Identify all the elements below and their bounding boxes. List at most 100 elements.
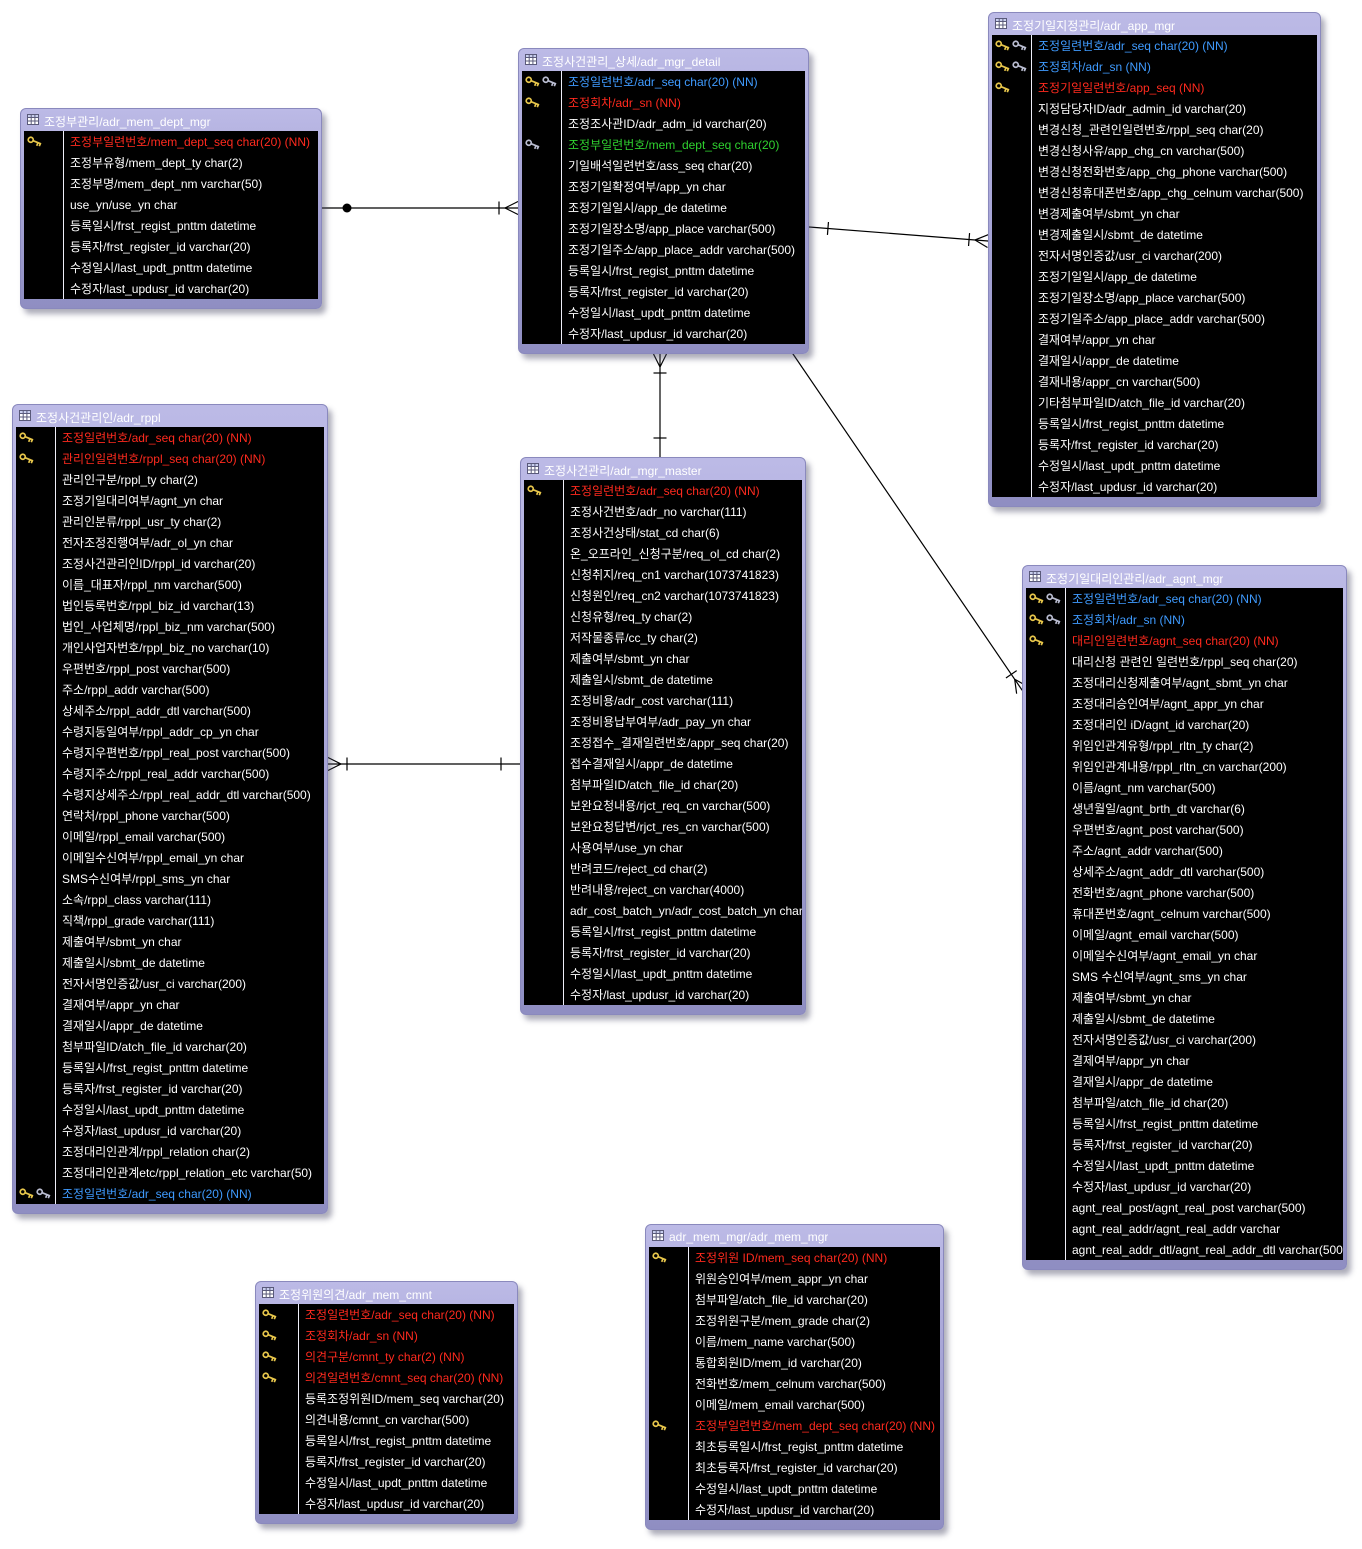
table-header[interactable]: 조정사건관리/adr_mgr_master xyxy=(524,460,802,480)
field-row[interactable]: 등록일시/frst_regist_pnttm datetime xyxy=(522,260,805,281)
field-row[interactable]: 조정기일일련번호/app_seq (NN) xyxy=(992,77,1317,98)
field-row[interactable]: 수정일시/last_updt_pnttm datetime xyxy=(992,455,1317,476)
field-row[interactable]: 등록자/frst_register_id varchar(20) xyxy=(992,434,1317,455)
field-row[interactable]: 이메일수신여부/agnt_email_yn char xyxy=(1026,945,1343,966)
field-row[interactable]: 관리인분류/rppl_usr_ty char(2) xyxy=(16,511,324,532)
field-row[interactable]: 대리인일련번호/agnt_seq char(20) (NN) xyxy=(1026,630,1343,651)
field-row[interactable]: 첨부파일ID/atch_file_id varchar(20) xyxy=(16,1036,324,1057)
field-row[interactable]: 통합회원ID/mem_id varchar(20) xyxy=(649,1352,940,1373)
field-row[interactable]: 전자서명인증값/usr_ci varchar(200) xyxy=(16,973,324,994)
field-row[interactable]: 조정비용/adr_cost varchar(111) xyxy=(524,690,802,711)
field-row[interactable]: 조정위원 ID/mem_seq char(20) (NN) xyxy=(649,1247,940,1268)
field-row[interactable]: 수정자/last_updusr_id varchar(20) xyxy=(259,1493,514,1514)
field-row[interactable]: 조정부일련번호/mem_dept_seq char(20) xyxy=(522,134,805,155)
field-row[interactable]: 조정회차/adr_sn (NN) xyxy=(522,92,805,113)
field-row[interactable]: 조정기일확정여부/app_yn char xyxy=(522,176,805,197)
field-row[interactable]: 변경신청휴대폰번호/app_chg_celnum varchar(500) xyxy=(992,182,1317,203)
field-row[interactable]: 조정일련번호/adr_seq char(20) (NN) xyxy=(992,35,1317,56)
field-row[interactable]: 저작물종류/cc_ty char(2) xyxy=(524,627,802,648)
field-row[interactable]: 보완요청내용/rjct_req_cn varchar(500) xyxy=(524,795,802,816)
field-row[interactable]: 상세주소/rppl_addr_dtl varchar(500) xyxy=(16,700,324,721)
field-row[interactable]: agnt_real_post/agnt_real_post varchar(50… xyxy=(1026,1197,1343,1218)
field-row[interactable]: agnt_real_addr_dtl/agnt_real_addr_dtl va… xyxy=(1026,1239,1343,1260)
field-row[interactable]: 등록조정위원ID/mem_seq varchar(20) xyxy=(259,1388,514,1409)
field-row[interactable]: 등록일시/frst_regist_pnttm datetime xyxy=(24,215,318,236)
table-header[interactable]: 조정기일지정관리/adr_app_mgr xyxy=(992,15,1317,35)
field-row[interactable]: 관리인구분/rppl_ty char(2) xyxy=(16,469,324,490)
field-row[interactable]: 수령지주소/rppl_real_addr varchar(500) xyxy=(16,763,324,784)
field-row[interactable]: 결재일시/appr_de datetime xyxy=(992,350,1317,371)
field-row[interactable]: 조정기일장소명/app_place varchar(500) xyxy=(992,287,1317,308)
field-row[interactable]: 조정부유형/mem_dept_ty char(2) xyxy=(24,152,318,173)
relationship-adr_mem_dept_mgr__adr_mgr_detail[interactable] xyxy=(321,200,519,216)
field-row[interactable]: agnt_real_addr/agnt_real_addr varchar xyxy=(1026,1218,1343,1239)
field-row[interactable]: 이름/mem_name varchar(500) xyxy=(649,1331,940,1352)
field-row[interactable]: 결재일시/appr_de datetime xyxy=(16,1015,324,1036)
field-row[interactable]: 조정대리인 iD/agnt_id varchar(20) xyxy=(1026,714,1343,735)
field-row[interactable]: 수정일시/last_updt_pnttm datetime xyxy=(649,1478,940,1499)
field-row[interactable]: 제출일시/sbmt_de datetime xyxy=(1026,1008,1343,1029)
field-row[interactable]: 이름_대표자/rppl_nm varchar(500) xyxy=(16,574,324,595)
field-row[interactable]: 조정기일주소/app_place_addr varchar(500) xyxy=(522,239,805,260)
field-row[interactable]: 결재여부/appr_yn char xyxy=(16,994,324,1015)
field-row[interactable]: 조정대리인관계/rppl_relation char(2) xyxy=(16,1141,324,1162)
field-row[interactable]: 등록일시/frst_regist_pnttm datetime xyxy=(524,921,802,942)
field-row[interactable]: 제출여부/sbmt_yn char xyxy=(1026,987,1343,1008)
field-row[interactable]: 변경신청_관련인일련번호/rppl_seq char(20) xyxy=(992,119,1317,140)
field-row[interactable]: 위임인관계유형/rppl_rltn_ty char(2) xyxy=(1026,735,1343,756)
field-row[interactable]: 제출일시/sbmt_de datetime xyxy=(524,669,802,690)
field-row[interactable]: 수령지우편번호/rppl_real_post varchar(500) xyxy=(16,742,324,763)
field-row[interactable]: 조정기일대리여부/agnt_yn char xyxy=(16,490,324,511)
field-row[interactable]: 변경신청전화번호/app_chg_phone varchar(500) xyxy=(992,161,1317,182)
field-row[interactable]: 등록자/frst_register_id varchar(20) xyxy=(524,942,802,963)
table-header[interactable]: 조정부관리/adr_mem_dept_mgr xyxy=(24,111,318,131)
field-row[interactable]: 첨부파일/atch_file_id varchar(20) xyxy=(649,1289,940,1310)
field-row[interactable]: 전자조정진행여부/adr_ol_yn char xyxy=(16,532,324,553)
field-row[interactable]: 이메일/mem_email varchar(500) xyxy=(649,1394,940,1415)
field-row[interactable]: 기일배석일련번호/ass_seq char(20) xyxy=(522,155,805,176)
field-row[interactable]: 전화번호/mem_celnum varchar(500) xyxy=(649,1373,940,1394)
field-row[interactable]: 개인사업자번호/rppl_biz_no varchar(10) xyxy=(16,637,324,658)
field-row[interactable]: 등록일시/frst_regist_pnttm datetime xyxy=(992,413,1317,434)
field-row[interactable]: 생년월일/agnt_brth_dt varchar(6) xyxy=(1026,798,1343,819)
field-row[interactable]: 위원승인여부/mem_appr_yn char xyxy=(649,1268,940,1289)
field-row[interactable]: 조정일련번호/adr_seq char(20) (NN) xyxy=(259,1304,514,1325)
field-row[interactable]: 수정일시/last_updt_pnttm datetime xyxy=(16,1099,324,1120)
field-row[interactable]: 조정기일일시/app_de datetime xyxy=(992,266,1317,287)
field-row[interactable]: 등록일시/frst_regist_pnttm datetime xyxy=(16,1057,324,1078)
field-row[interactable]: 주소/agnt_addr varchar(500) xyxy=(1026,840,1343,861)
field-row[interactable]: 위임인관계내용/rppl_rltn_cn varchar(200) xyxy=(1026,756,1343,777)
field-row[interactable]: 법인_사업체명/rppl_biz_nm varchar(500) xyxy=(16,616,324,637)
field-row[interactable]: 수정자/last_updusr_id varchar(20) xyxy=(649,1499,940,1520)
field-row[interactable]: 온_오프라인_신청구분/req_ol_cd char(2) xyxy=(524,543,802,564)
field-row[interactable]: 등록자/frst_register_id varchar(20) xyxy=(259,1451,514,1472)
field-row[interactable]: 결제여부/appr_yn char xyxy=(1026,1050,1343,1071)
field-row[interactable]: SMS 수신여부/agnt_sms_yn char xyxy=(1026,966,1343,987)
field-row[interactable]: 대리신청 관련인 일련번호/rppl_seq char(20) xyxy=(1026,651,1343,672)
field-row[interactable]: 결재여부/appr_yn char xyxy=(992,329,1317,350)
field-row[interactable]: 조정일련번호/adr_seq char(20) (NN) xyxy=(1026,588,1343,609)
field-row[interactable]: 수정자/last_updusr_id varchar(20) xyxy=(24,278,318,299)
field-row[interactable]: 조정위원구분/mem_grade char(2) xyxy=(649,1310,940,1331)
table-header[interactable]: 조정위원의견/adr_mem_cmnt xyxy=(259,1284,514,1304)
field-row[interactable]: 의견내용/cmnt_cn varchar(500) xyxy=(259,1409,514,1430)
field-row[interactable]: 수정일시/last_updt_pnttm datetime xyxy=(524,963,802,984)
relationship-adr_mgr_master__adr_rppl[interactable] xyxy=(327,756,521,772)
field-row[interactable]: 제출일시/sbmt_de datetime xyxy=(16,952,324,973)
field-row[interactable]: 조정부명/mem_dept_nm varchar(50) xyxy=(24,173,318,194)
field-row[interactable]: 이메일수신여부/rppl_email_yn char xyxy=(16,847,324,868)
field-row[interactable]: 조정기일일시/app_de datetime xyxy=(522,197,805,218)
field-row[interactable]: 변경신청사유/app_chg_cn varchar(500) xyxy=(992,140,1317,161)
field-row[interactable]: 수정자/last_updusr_id varchar(20) xyxy=(1026,1176,1343,1197)
field-row[interactable]: 조정일련번호/adr_seq char(20) (NN) xyxy=(524,480,802,501)
field-row[interactable]: 결재내용/appr_cn varchar(500) xyxy=(992,371,1317,392)
field-row[interactable]: 첨부파일ID/atch_file_id char(20) xyxy=(524,774,802,795)
field-row[interactable]: 접수결재일시/appr_de datetime xyxy=(524,753,802,774)
field-row[interactable]: 연락처/rppl_phone varchar(500) xyxy=(16,805,324,826)
field-row[interactable]: 등록자/frst_register_id varchar(20) xyxy=(1026,1134,1343,1155)
field-row[interactable]: 제출여부/sbmt_yn char xyxy=(524,648,802,669)
